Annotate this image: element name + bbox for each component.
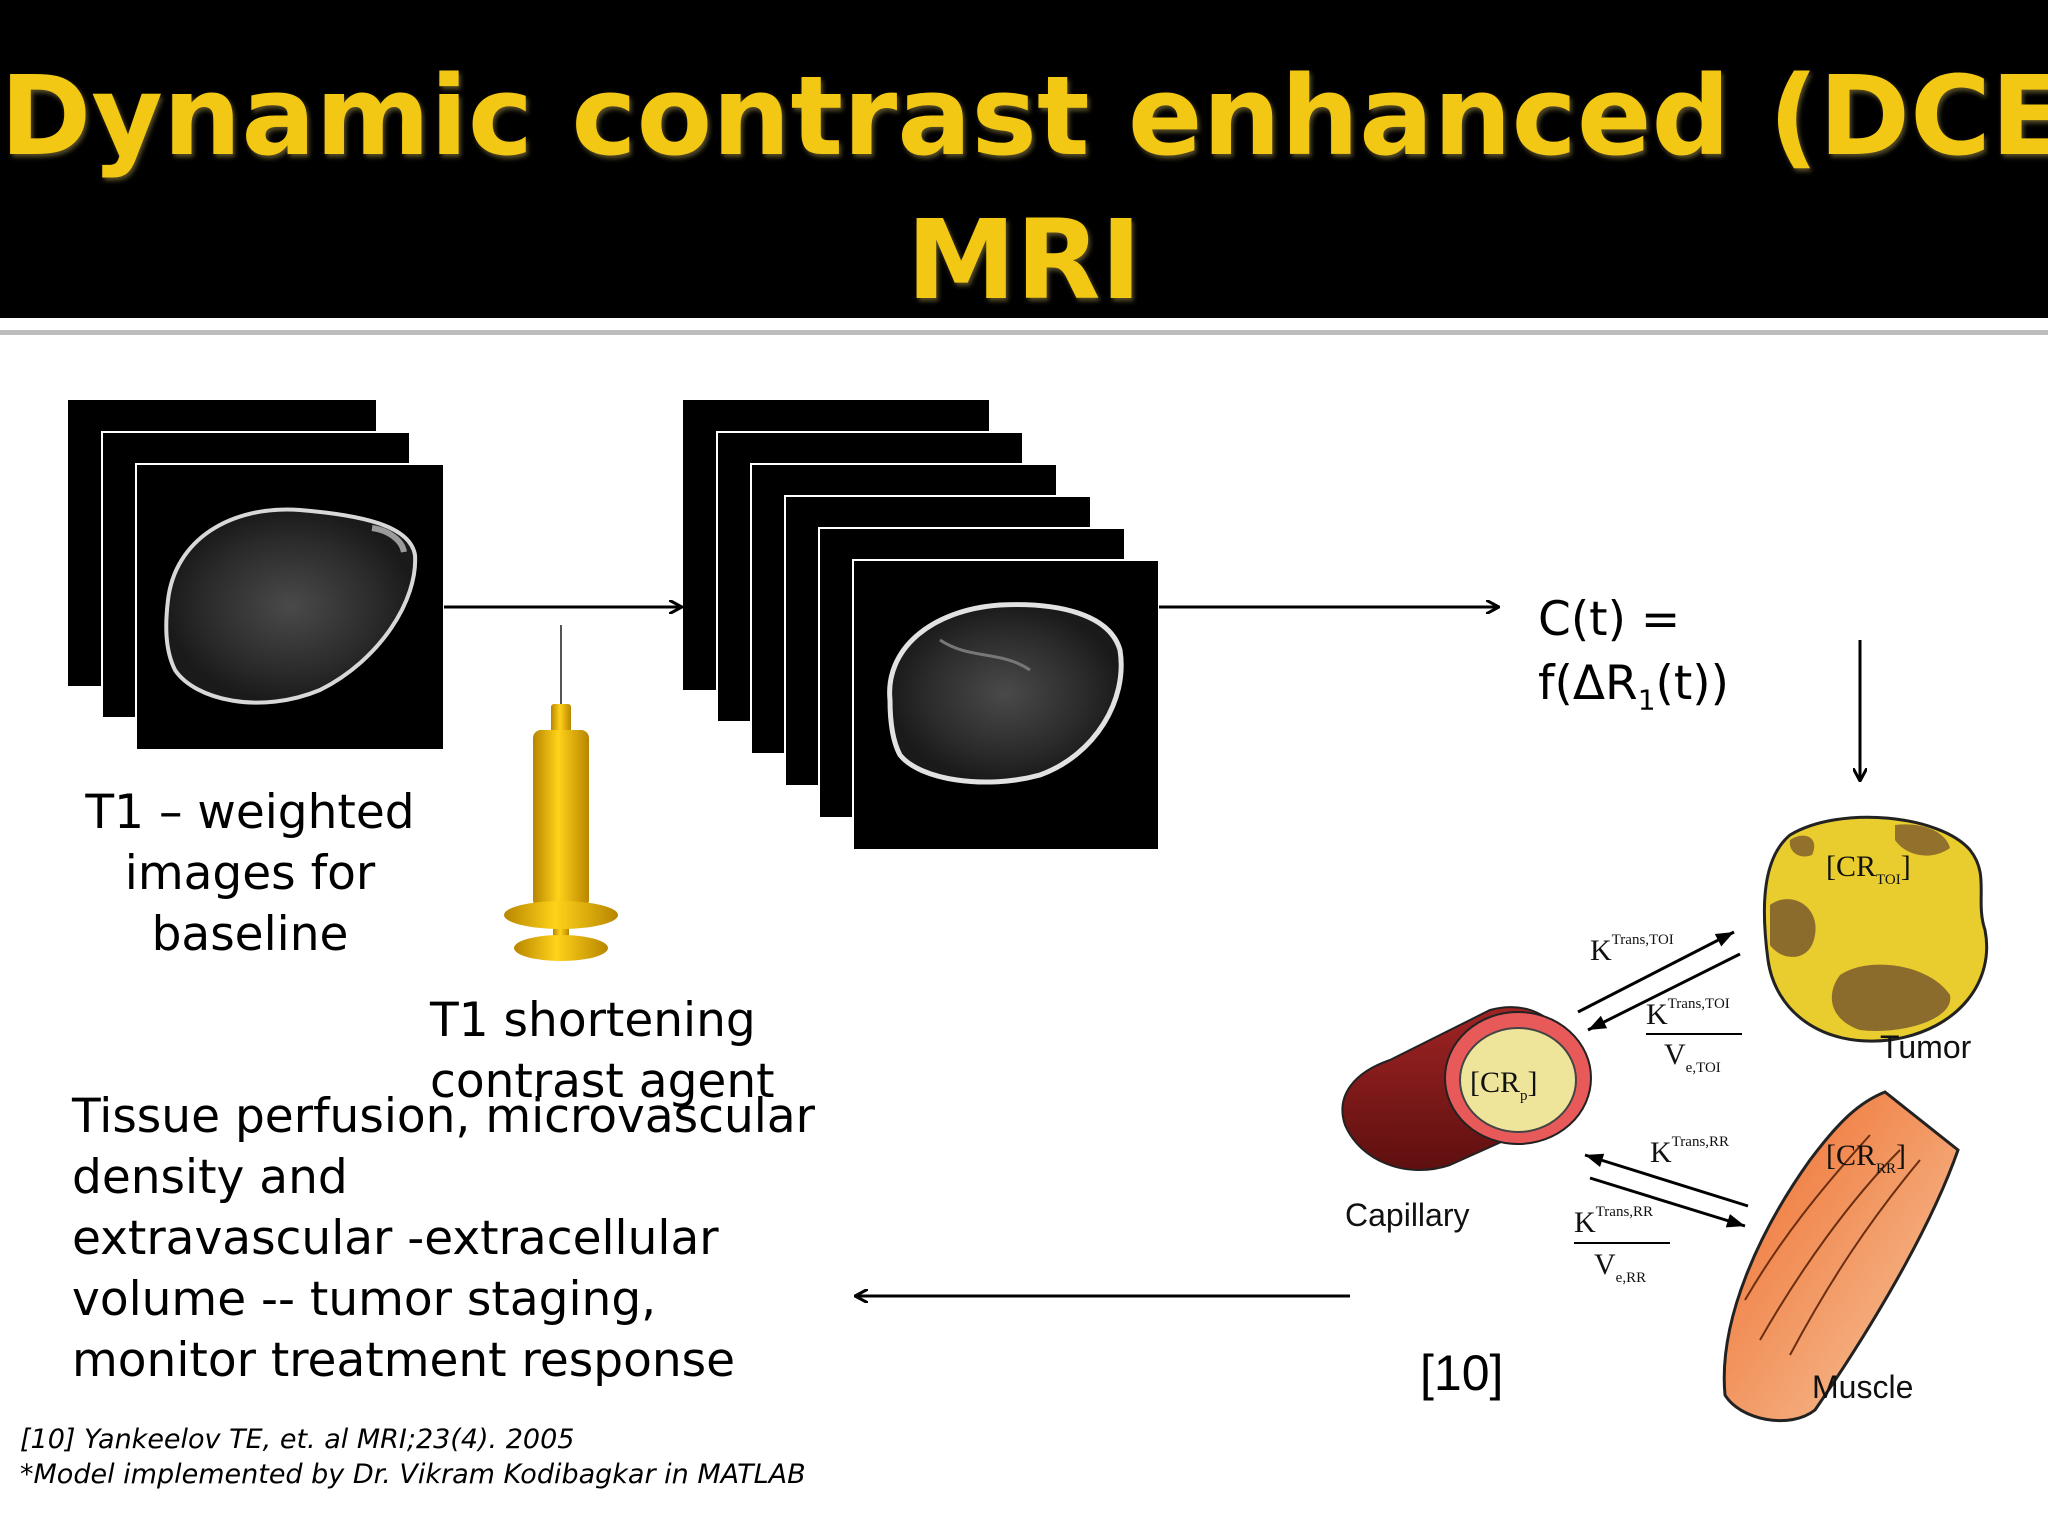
title-divider [0, 330, 2048, 335]
ktrans-rr: KTrans,RR [1650, 1134, 1729, 1169]
muscle-label: Muscle [1812, 1369, 1913, 1405]
muscle-concentration: [CR [1826, 1139, 1876, 1172]
footnote-line: [10] Yankeelov TE, et. al MRI;23(4). 200… [20, 1424, 575, 1455]
summary-line: monitor treatment response [72, 1333, 736, 1388]
baseline-label-line: baseline [151, 907, 349, 962]
ktrans-toi-ratio-numerator: KTrans,TOI [1646, 996, 1730, 1031]
svg-text:[CRRR]: [CRRR] [1826, 1139, 1906, 1177]
arrow-icon [1584, 1153, 1749, 1208]
syringe-icon [504, 625, 618, 961]
summary-line: density and [72, 1150, 348, 1205]
baseline-mri-stack [68, 400, 445, 751]
slide-title-line-2: MRI [906, 196, 1142, 324]
baseline-label-line: T1 – weighted [85, 785, 415, 840]
summary-line: extravascular -extracellular [72, 1211, 719, 1266]
capillary-compartment: [CRp] Capillary [1341, 1006, 1592, 1233]
arrow-icon [1577, 930, 1735, 1014]
equation-part: f(ΔR [1538, 656, 1638, 711]
concentration-equation: C(t) = f(ΔR1(t)) [1538, 588, 1729, 732]
muscle-compartment: [CRRR] Muscle [1722, 1090, 1960, 1423]
baseline-label-line: images for [124, 846, 376, 901]
dynamic-mri-stack [683, 400, 1160, 851]
slide-title-line-1: Dynamic contrast enhanced (DCE) [0, 52, 2048, 180]
equation-line: C(t) = [1538, 592, 1681, 647]
title-bar: Dynamic contrast enhanced (DCE) MRI [0, 0, 2048, 324]
compartment-model: [CRTOI] Tumor [CRp] Capillary [CRRR] Mus… [1341, 815, 1989, 1423]
contrast-agent-label-line: T1 shortening [430, 993, 756, 1048]
ktrans-rr-ratio-numerator: KTrans,RR [1574, 1204, 1653, 1239]
arrow-icon [1589, 1176, 1746, 1228]
summary-line: volume -- tumor staging, [72, 1272, 657, 1327]
footnotes: [10] Yankeelov TE, et. al MRI;23(4). 200… [20, 1422, 806, 1492]
capillary-label: Capillary [1345, 1197, 1469, 1233]
reference-marker: [10] [1420, 1345, 1504, 1401]
svg-text:[CRp]: [CRp] [1470, 1066, 1538, 1104]
ktrans-toi: KTrans,TOI [1590, 932, 1674, 967]
baseline-label: T1 – weighted images for baseline [60, 782, 440, 965]
footnote-line: *Model implemented by Dr. Vikram Kodibag… [20, 1459, 806, 1490]
summary-line: Tissue perfusion, microvascular [72, 1089, 815, 1144]
mri-slice-icon [887, 602, 1124, 785]
ve-rr-denominator: Ve,RR [1594, 1248, 1646, 1286]
equation-subscript: 1 [1637, 683, 1656, 717]
tumor-compartment: [CRTOI] Tumor [1762, 815, 1989, 1065]
svg-text:[CRTOI]: [CRTOI] [1826, 850, 1911, 888]
tumor-concentration: [CR [1826, 850, 1876, 883]
equation-part: (t)) [1655, 656, 1729, 711]
ve-toi-denominator: Ve,TOI [1664, 1038, 1721, 1076]
contrast-agent-label: T1 shortening contrast agent [430, 990, 775, 1112]
tumor-label: Tumor [1880, 1029, 1972, 1065]
summary-text: Tissue perfusion, microvascular density … [72, 1086, 815, 1391]
mri-slice-icon [164, 507, 418, 705]
capillary-concentration: [CR [1470, 1066, 1520, 1099]
contrast-agent-label-line: contrast agent [430, 1054, 775, 1109]
equation-line: f(ΔR1(t)) [1538, 652, 1729, 732]
arrow-icon [1587, 952, 1741, 1032]
